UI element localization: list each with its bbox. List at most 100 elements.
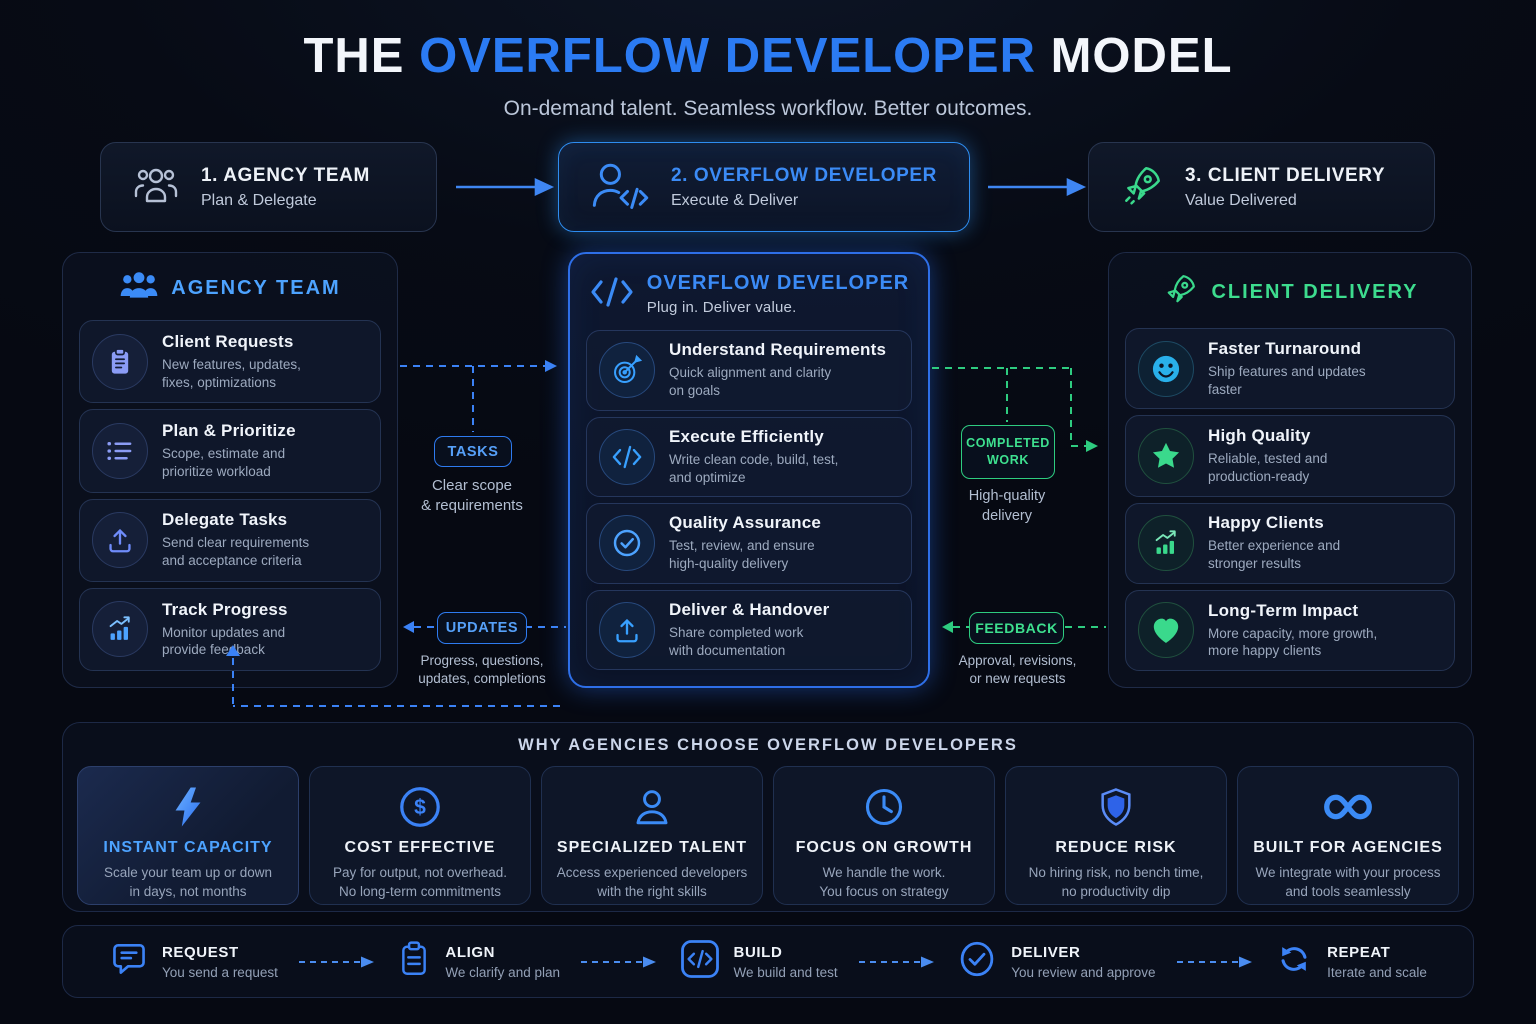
flow-desc: You review and approve <box>1011 964 1156 980</box>
flow-step-repeat: REPEAT Iterate and scale <box>1274 939 1427 984</box>
why-card-built-for-agencies: BUILT FOR AGENCIES We integrate with you… <box>1237 766 1459 905</box>
why-card-title: SPECIALIZED TALENT <box>556 839 748 856</box>
why-section: WHY AGENCIES CHOOSE OVERFLOW DEVELOPERS … <box>62 722 1474 912</box>
card-desc: Ship features and updates faster <box>1208 363 1366 397</box>
card-desc: Better experience and stronger results <box>1208 538 1341 572</box>
updates-badge: UPDATES <box>437 612 527 644</box>
rocket-icon <box>1119 162 1165 213</box>
feedback-caption: Approval, revisions, or new requests <box>958 653 1077 687</box>
flow-step-align: ALIGN We clarify and plan <box>396 938 560 985</box>
card-title: Deliver & Handover <box>669 599 830 619</box>
card-desc: Test, review, and ensure high-quality de… <box>669 538 815 572</box>
step-subtitle: Plan & Delegate <box>201 191 317 209</box>
updates-caption: Progress, questions, updates, completion… <box>418 653 546 687</box>
code-icon <box>589 275 635 314</box>
upload-icon <box>92 512 148 569</box>
tasks-badge: TASKS <box>434 436 512 467</box>
card-title: Execute Efficiently <box>669 426 824 446</box>
why-card-title: COST EFFECTIVE <box>344 839 496 856</box>
developer-card-understand-requirements: Understand Requirements Quick alignment … <box>586 330 912 411</box>
why-card-title: REDUCE RISK <box>1055 839 1177 856</box>
card-title: Understand Requirements <box>669 340 887 360</box>
agency-team-panel: AGENCY TEAM Client Requests New features… <box>62 252 398 688</box>
step-label: 3. CLIENT DELIVERY <box>1185 164 1386 186</box>
why-card-desc: We integrate with your process and tools… <box>1255 865 1441 899</box>
why-card-title: BUILT FOR AGENCIES <box>1253 839 1443 856</box>
step-subtitle: Execute & Deliver <box>671 191 799 209</box>
flow-title: ALIGN <box>445 943 496 961</box>
flow-step-build: BUILD We build and test <box>679 938 838 985</box>
why-card-cost-effective: $ COST EFFECTIVE Pay for output, not ove… <box>309 766 531 905</box>
lightning-icon <box>172 781 204 833</box>
flow-desc: Iterate and scale <box>1327 964 1427 980</box>
developer-card-quality-assurance: Quality Assurance Test, review, and ensu… <box>586 503 912 584</box>
why-card-desc: Pay for output, not overhead. No long-te… <box>332 865 508 899</box>
svg-text:$: $ <box>414 796 426 819</box>
page-title: THE OVERFLOW DEVELOPER MODEL <box>0 28 1536 84</box>
flow-step-request: REQUEST You send a request <box>109 939 278 984</box>
flow-desc: You send a request <box>162 964 278 980</box>
chat-icon <box>109 939 149 984</box>
dollar-icon: $ <box>397 781 443 833</box>
card-desc: Reliable, tested and production-ready <box>1208 451 1328 484</box>
flow-title: REQUEST <box>162 943 239 961</box>
flow-arrow-icon <box>299 956 375 967</box>
step-box-overflow-developer: 2. OVERFLOW DEVELOPER Execute & Deliver <box>558 142 970 232</box>
card-title: Faster Turnaround <box>1208 338 1362 358</box>
team-icon <box>131 163 181 212</box>
card-desc: Quick alignment and clarity on goals <box>669 365 832 399</box>
rocket-icon <box>1161 271 1199 314</box>
card-title: Happy Clients <box>1208 513 1324 533</box>
title-post: MODEL <box>1036 29 1233 83</box>
flow-desc: We clarify and plan <box>445 964 560 980</box>
panel-title: CLIENT DELIVERY <box>1211 281 1419 303</box>
shield-icon <box>1096 781 1136 833</box>
chart-up-icon <box>92 601 148 658</box>
title-pre: THE <box>303 29 420 83</box>
agency-card-plan-prioritize: Plan & Prioritize Scope, estimate and pr… <box>79 409 381 493</box>
why-card-title: FOCUS ON GROWTH <box>795 839 973 856</box>
client-delivery-panel: CLIENT DELIVERY Faster Turnaround Ship f… <box>1108 252 1472 688</box>
client-card-faster-turnaround: Faster Turnaround Ship features and upda… <box>1125 328 1455 410</box>
panel-title: AGENCY TEAM <box>171 277 341 299</box>
target-icon <box>599 342 655 399</box>
list-icon <box>92 422 148 479</box>
card-title: Client Requests <box>162 331 294 351</box>
overflow-developer-panel: OVERFLOW DEVELOPER Plug in. Deliver valu… <box>568 252 930 688</box>
heart-icon <box>1138 602 1194 659</box>
upload-icon <box>599 601 655 658</box>
check-circle-icon <box>599 515 655 572</box>
flow-title: BUILD <box>733 943 783 961</box>
star-icon <box>1138 427 1194 484</box>
tasks-caption: Clear scope & requirements <box>421 477 523 515</box>
card-title: Plan & Prioritize <box>162 421 296 441</box>
agency-card-client-requests: Client Requests New features, updates, f… <box>79 320 381 404</box>
chart-up-icon <box>1138 515 1194 572</box>
infinity-icon <box>1319 781 1377 833</box>
flow-step-deliver: DELIVER You review and approve <box>956 938 1156 985</box>
agency-card-track-progress: Track Progress Monitor updates and provi… <box>79 587 381 671</box>
why-card-specialized-talent: SPECIALIZED TALENT Access experienced de… <box>541 766 763 905</box>
card-desc: Send clear requirements and acceptance c… <box>162 535 310 569</box>
why-card-title: INSTANT CAPACITY <box>103 839 273 856</box>
why-card-desc: Scale your team up or down in days, not … <box>103 865 273 899</box>
why-card-focus-on-growth: FOCUS ON GROWTH We handle the work. You … <box>773 766 995 905</box>
client-card-happy-clients: Happy Clients Better experience and stro… <box>1125 502 1455 584</box>
flow-title: DELIVER <box>1011 943 1081 961</box>
card-desc: Share completed work with documentation <box>669 624 804 658</box>
why-card-desc: Access experienced developers with the r… <box>556 865 748 899</box>
feedback-badge: FEEDBACK <box>969 612 1064 644</box>
card-desc: Monitor updates and provide feedback <box>162 624 286 658</box>
agency-card-delegate-tasks: Delegate Tasks Send clear requirements a… <box>79 498 381 582</box>
clipboard-icon <box>396 938 432 985</box>
card-desc: More capacity, more growth, more happy c… <box>1208 625 1378 659</box>
check-circle-icon <box>956 938 998 985</box>
page-subtitle: On-demand talent. Seamless workflow. Bet… <box>503 97 1033 120</box>
completed-work-caption: High-quality delivery <box>968 488 1046 524</box>
step-box-client-delivery: 3. CLIENT DELIVERY Value Delivered <box>1088 142 1435 232</box>
completed-work-badge: COMPLETED WORK <box>961 425 1055 479</box>
panel-title: OVERFLOW DEVELOPER <box>646 272 910 294</box>
smiley-icon <box>1138 340 1194 397</box>
why-title: WHY AGENCIES CHOOSE OVERFLOW DEVELOPERS <box>518 736 1018 754</box>
